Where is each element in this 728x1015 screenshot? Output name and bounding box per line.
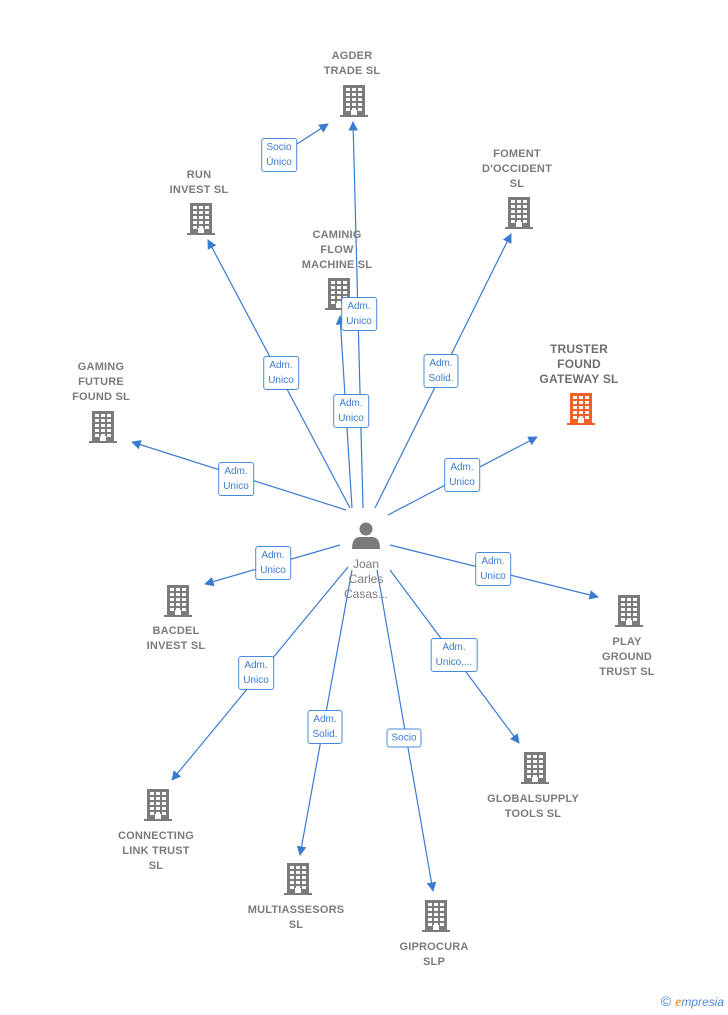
- relation-label-bacdel[interactable]: Adm. Unico: [255, 546, 291, 580]
- building-icon-multiassesors[interactable]: [284, 863, 312, 895]
- company-label-giprocura[interactable]: GIPROCURA SLP: [399, 941, 469, 968]
- relation-label-connecting[interactable]: Adm. Unico: [238, 656, 274, 690]
- company-label-truster[interactable]: TRUSTER FOUND GATEWAY SL: [539, 342, 619, 386]
- relation-label-gaming[interactable]: Adm. Unico: [218, 462, 254, 496]
- relation-label-play[interactable]: Adm. Unico: [475, 552, 511, 586]
- building-icon-giprocura[interactable]: [422, 900, 450, 932]
- company-label-bacdel[interactable]: BACDEL INVEST SL: [146, 625, 206, 652]
- company-label-multiassesors[interactable]: MULTIASSESORS SL: [247, 904, 345, 931]
- company-label-play[interactable]: PLAY GROUND TRUST SL: [599, 636, 655, 678]
- building-icon-gaming[interactable]: [89, 411, 117, 443]
- footer-brand[interactable]: ©empresia: [661, 993, 724, 1011]
- person-icon[interactable]: [352, 522, 380, 550]
- building-icon-play[interactable]: [615, 595, 643, 627]
- relation-label-giprocura[interactable]: Socio: [386, 728, 422, 748]
- company-label-run[interactable]: RUN INVEST SL: [169, 169, 229, 196]
- person-label[interactable]: Joan Carles Casas...: [343, 557, 389, 601]
- building-icon-agder[interactable]: [340, 85, 368, 117]
- copyright-icon: ©: [660, 993, 672, 1009]
- building-icon-truster[interactable]: [567, 393, 595, 425]
- building-icon-run[interactable]: [187, 203, 215, 235]
- relation-label-multiassesors[interactable]: Adm. Solid.: [307, 710, 343, 744]
- building-icon-bacdel[interactable]: [164, 585, 192, 617]
- relation-label-run[interactable]: Adm. Unico: [263, 356, 299, 390]
- company-label-agder[interactable]: AGDER TRADE SL: [323, 50, 381, 77]
- relation-label-agder[interactable]: Socio Único: [261, 138, 297, 172]
- relation-label-agder[interactable]: Adm. Unico: [341, 297, 377, 331]
- company-label-connecting[interactable]: CONNECTING LINK TRUST SL: [118, 830, 194, 872]
- building-icon-foment[interactable]: [505, 197, 533, 229]
- company-label-caminig[interactable]: CAMINIG FLOW MACHINE SL: [301, 229, 373, 271]
- building-icon-globalsupply[interactable]: [521, 752, 549, 784]
- company-label-gaming[interactable]: GAMING FUTURE FOUND SL: [72, 361, 130, 403]
- company-label-foment[interactable]: FOMENT D'OCCIDENT SL: [481, 148, 553, 190]
- company-label-globalsupply[interactable]: GLOBALSUPPLY TOOLS SL: [487, 793, 579, 820]
- relation-label-foment[interactable]: Adm. Solid.: [423, 354, 459, 388]
- relation-label-truster[interactable]: Adm. Unico: [444, 458, 480, 492]
- building-icon-connecting[interactable]: [144, 789, 172, 821]
- brand-logo-e: e: [675, 995, 682, 1010]
- brand-name: mpresia: [681, 995, 724, 1009]
- relation-label-globalsupply[interactable]: Adm. Unico,...: [430, 638, 478, 672]
- relation-label-caminig[interactable]: Adm. Unico: [333, 394, 369, 428]
